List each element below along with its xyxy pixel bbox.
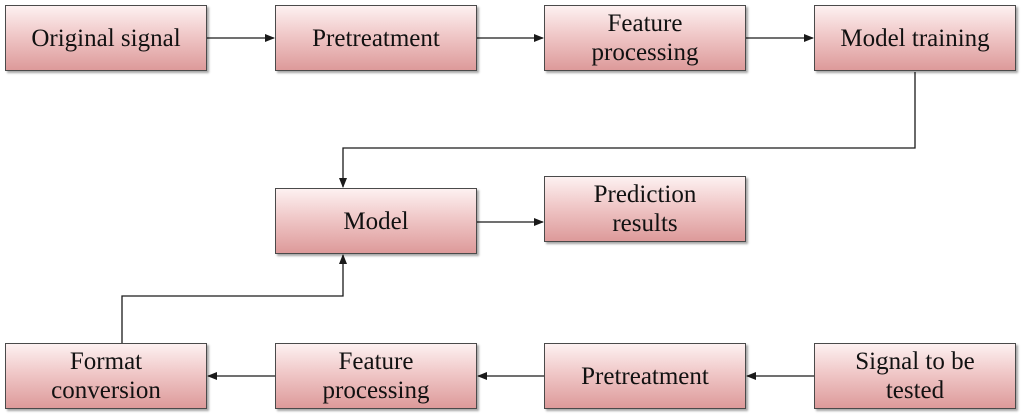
arrow-training-to-model — [339, 72, 916, 188]
node-feature-processing-top: Feature processing — [544, 5, 746, 71]
node-label: Model training — [840, 24, 990, 52]
node-feature-processing-bottom: Feature processing — [275, 343, 477, 409]
node-original-signal: Original signal — [5, 5, 207, 71]
node-prediction-results: Prediction results — [544, 176, 746, 242]
node-label: Pretreatment — [581, 362, 709, 390]
node-label: Feature processing — [322, 348, 430, 404]
node-label: Signal to be tested — [855, 348, 975, 404]
node-model-training: Model training — [814, 5, 1016, 71]
node-pretreatment-top: Pretreatment — [275, 5, 477, 71]
node-signal-to-be-tested: Signal to be tested — [814, 343, 1016, 409]
node-format-conversion: Format conversion — [5, 343, 207, 409]
node-label: Model — [343, 207, 409, 235]
node-pretreatment-bottom: Pretreatment — [544, 343, 746, 409]
node-model: Model — [275, 188, 477, 254]
node-label: Pretreatment — [312, 24, 440, 52]
node-label: Original signal — [31, 24, 181, 52]
node-label: Prediction results — [593, 181, 697, 237]
node-label: Format conversion — [51, 348, 161, 404]
node-label: Feature processing — [591, 10, 699, 66]
arrow-format-to-model — [121, 254, 347, 343]
